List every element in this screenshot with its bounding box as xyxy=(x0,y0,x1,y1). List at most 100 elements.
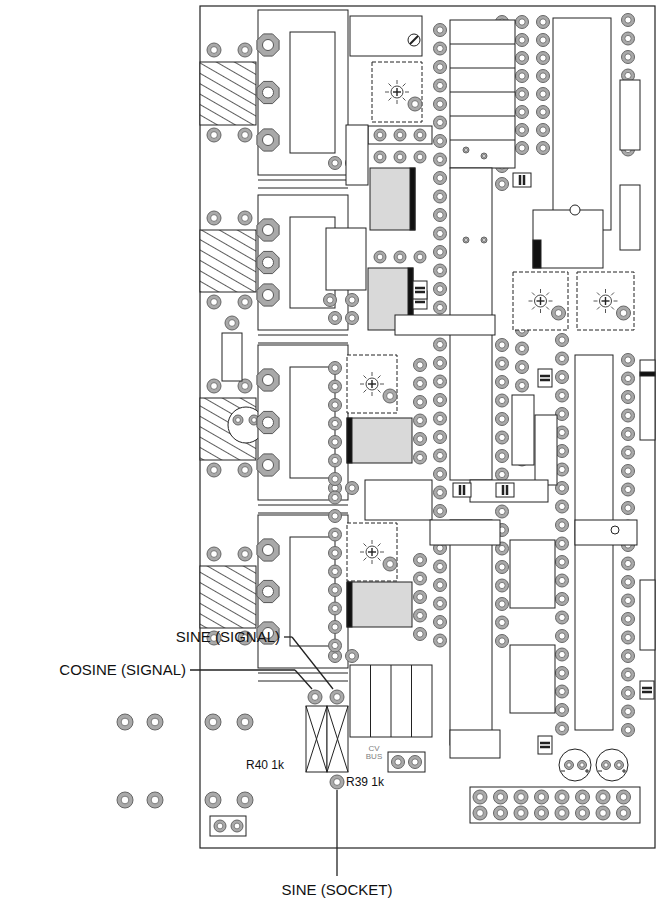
solder-pad xyxy=(514,790,528,804)
solder-pad xyxy=(496,450,509,463)
solder-pad xyxy=(537,124,550,137)
trimmer-slot xyxy=(410,36,418,44)
solder-pad xyxy=(117,714,133,730)
solder-pad xyxy=(434,375,447,388)
solder-pad xyxy=(473,790,487,804)
pad-hole xyxy=(332,365,338,371)
solder-pad xyxy=(496,178,509,191)
pad-hole xyxy=(387,561,394,568)
solder-pad xyxy=(622,14,635,27)
resistor-body xyxy=(346,125,368,185)
pad-hole xyxy=(625,468,631,474)
trimmer-wiper xyxy=(366,378,378,390)
solder-pad xyxy=(556,352,569,365)
pad-hole xyxy=(121,796,129,804)
electrolytic-capacitor xyxy=(596,749,628,781)
solder-pad xyxy=(237,714,253,730)
solder-pad xyxy=(346,482,359,495)
jack-pad xyxy=(257,454,279,476)
solder-pad xyxy=(329,473,342,486)
solder-pad xyxy=(622,409,635,422)
trimmer-ray xyxy=(372,560,373,564)
pad-hole xyxy=(437,138,443,144)
trimmer-ray xyxy=(385,92,389,93)
solder-pad xyxy=(374,129,386,141)
pad-hole xyxy=(211,299,218,306)
solder-pad xyxy=(329,157,342,170)
solder-pad xyxy=(329,362,342,375)
pad-hole xyxy=(211,551,218,558)
pad-hole xyxy=(395,759,401,765)
pad-hole xyxy=(604,763,608,767)
pad-hole xyxy=(625,72,631,78)
solder-pad xyxy=(496,376,509,389)
trimmer-ray xyxy=(372,540,373,544)
trimmer-slot xyxy=(371,380,372,388)
pad-hole xyxy=(559,670,565,676)
solder-pad xyxy=(434,412,447,425)
pad-hole xyxy=(625,560,631,566)
resistor-body xyxy=(306,706,327,772)
trimmer-ray xyxy=(403,84,406,87)
pad-hole xyxy=(499,181,505,187)
solder-pad xyxy=(481,153,487,159)
jack-body xyxy=(290,32,335,153)
pad-hole xyxy=(540,55,546,61)
trimmer-ray xyxy=(546,293,549,296)
pad-hole xyxy=(559,577,565,583)
solder-pad xyxy=(238,295,252,309)
pad-hole xyxy=(263,225,274,236)
trimmer-ray xyxy=(540,289,541,293)
jack-pad xyxy=(257,580,279,602)
pad-hole xyxy=(519,37,525,43)
capacitor-plate xyxy=(463,485,466,495)
solder-pad xyxy=(329,547,342,560)
capacitor-body xyxy=(370,168,415,230)
pad-hole xyxy=(437,452,443,458)
pad-hole xyxy=(437,434,443,440)
solder-pad xyxy=(514,806,528,820)
pad-hole xyxy=(540,91,546,97)
pad-hole xyxy=(477,794,484,801)
solder-pad xyxy=(516,52,529,65)
pad-hole xyxy=(519,345,525,351)
pad-hole xyxy=(417,557,423,563)
solder-pad xyxy=(329,399,342,412)
solder-pad xyxy=(602,761,611,770)
solder-pad xyxy=(329,312,342,325)
trimmer-slot xyxy=(540,297,541,305)
solder-pad xyxy=(537,88,550,101)
solder-pad xyxy=(233,415,243,425)
pad-hole xyxy=(559,392,565,398)
pad-hole xyxy=(437,360,443,366)
pad-hole xyxy=(412,759,418,765)
pad-hole xyxy=(559,540,565,546)
solder-pad xyxy=(596,806,610,820)
pad-hole xyxy=(377,254,383,260)
trimmer-ray xyxy=(378,558,381,561)
trimmer-wiper xyxy=(600,295,612,307)
board-bar xyxy=(258,335,348,336)
pad-hole xyxy=(417,612,423,618)
pad-hole xyxy=(559,810,566,817)
pad-hole xyxy=(211,383,218,390)
solder-pad xyxy=(147,714,163,730)
potentiometer-shaft xyxy=(200,62,256,125)
pad-hole xyxy=(620,810,627,817)
pad-hole xyxy=(499,453,505,459)
resistor-body xyxy=(575,520,637,545)
solder-pad xyxy=(537,52,550,65)
pad-hole xyxy=(625,431,631,437)
solder-pad xyxy=(535,806,549,820)
pad-hole xyxy=(332,402,338,408)
pad-hole xyxy=(540,73,546,79)
solder-pad xyxy=(231,820,243,832)
pad-hole xyxy=(263,375,274,386)
polarity-mark xyxy=(624,769,625,773)
solder-pad xyxy=(496,616,509,629)
solder-pad xyxy=(556,611,569,624)
pad-hole xyxy=(437,27,443,33)
pad-hole xyxy=(559,651,565,657)
circuit-board xyxy=(200,6,655,848)
